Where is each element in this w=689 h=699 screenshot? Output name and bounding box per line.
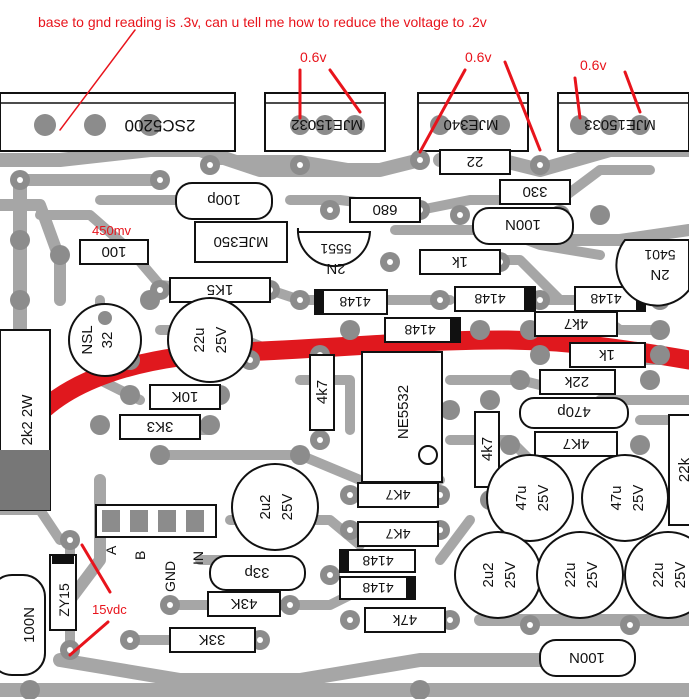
label-r47k: 47k (392, 611, 417, 628)
label-r4k7-b: 4K7 (563, 435, 590, 452)
label-nsl-32: 32 (99, 332, 116, 349)
label-conn-a: A (103, 545, 119, 555)
label-r4k7-d: 4k7 (479, 437, 496, 461)
label-mje350: MJE350 (213, 233, 268, 250)
label-2n5401-b: 5401 (644, 247, 675, 263)
label-mje15032: MJE15032 (291, 116, 363, 133)
annotation-labels: base to gnd reading is .3v, can u tell m… (38, 14, 606, 617)
label-c22u-c: 22u (650, 562, 667, 587)
label-r1k-b: 1k (599, 346, 615, 363)
label-r4k7-e: 4K7 (385, 487, 410, 503)
label-r2k2-2w: 2k2 2W (19, 394, 36, 446)
label-c2u2-a-v: 25V (279, 494, 296, 521)
annotations (59, 29, 642, 657)
label-c2u2-b-v: 25V (502, 562, 519, 589)
label-c100n-c: 100N (21, 607, 38, 643)
label-c22u-a: 22u (191, 327, 208, 352)
label-c2u2-a: 2u2 (257, 494, 274, 519)
label-r1k: 1k (452, 253, 468, 270)
label-r680: 680 (372, 201, 397, 218)
component-bodies (0, 149, 689, 677)
label-r22k-edge: 22k (676, 457, 689, 482)
label-mje15033: MJE15033 (584, 116, 656, 133)
label-c22u-a-v: 25V (213, 327, 230, 354)
annotation-450mv: 450mv (92, 223, 132, 238)
annotation-15vdc: 15vdc (92, 602, 127, 617)
label-c47u-b: 47u (608, 485, 625, 510)
label-c22u-b: 22u (562, 562, 579, 587)
label-2n5551-b: 5551 (320, 241, 351, 257)
label-r33k: 33K (199, 631, 226, 648)
label-2n5551-a: 2N (326, 260, 345, 277)
annotation-0.6v-a: 0.6v (300, 49, 326, 65)
label-2sc5200: 2SC5200 (125, 116, 196, 135)
label-mje340: MJE340 (443, 116, 498, 133)
label-conn-gnd: GND (162, 561, 178, 592)
label-c47u-a-v: 25V (535, 485, 552, 512)
label-c33p: 33p (244, 564, 269, 581)
label-conn-b: B (132, 551, 148, 560)
label-ic-ne5532: NE5532 (395, 385, 412, 439)
annotation-0.6v-c: 0.6v (580, 57, 606, 73)
label-r22: 22 (467, 153, 484, 170)
label-r100: 100 (101, 243, 126, 260)
label-d4148-d: 4148 (590, 291, 621, 307)
nsl32-body (68, 303, 142, 377)
label-zy15: ZY15 (56, 583, 72, 617)
label-c470p: 470p (557, 403, 590, 420)
label-c100p: 100p (207, 191, 240, 208)
transistor-2n5401-body (615, 239, 689, 307)
electrolytic-capacitors (167, 297, 689, 619)
transistor-2n5551-body (296, 227, 372, 268)
label-c22u-b-v: 25V (584, 562, 601, 589)
label-nsl: NSL (79, 325, 96, 354)
label-c22u-c-v: 25V (672, 562, 689, 589)
label-c2u2-b: 2u2 (480, 562, 497, 587)
label-d4148-c: 4148 (474, 291, 505, 307)
label-r3k3: 3K3 (147, 418, 174, 435)
label-d4148-a: 4148 (339, 294, 370, 310)
label-d4148-f: 4148 (362, 580, 393, 596)
label-r43k: 43K (231, 595, 258, 612)
component-labels: 2SC5200 MJE15032 MJE340 MJE15033 22 330 … (19, 116, 689, 666)
label-r330: 330 (522, 183, 547, 200)
annotation-0.6v-b: 0.6v (465, 49, 491, 65)
label-conn-in: IN (190, 551, 206, 565)
label-c100n-b: 100N (569, 649, 605, 666)
label-r22k: 22k (564, 373, 589, 390)
label-d4148-b: 4148 (404, 322, 435, 338)
label-r10k: 10K (172, 388, 199, 405)
label-c47u-a: 47u (513, 485, 530, 510)
label-r1k5: 1K5 (207, 281, 234, 298)
label-c47u-b-v: 25V (630, 485, 647, 512)
label-2n5401-a: 2N (650, 266, 669, 283)
transistor-pads (34, 114, 650, 136)
label-d4148-e: 4148 (362, 553, 393, 569)
label-c100n: 100N (505, 216, 541, 233)
label-r4k7-f: 4K7 (385, 526, 410, 542)
label-r4k7-c: 4k7 (314, 380, 331, 404)
label-r4k7-a: 4k7 (564, 315, 588, 332)
annotation-question: base to gnd reading is .3v, can u tell m… (38, 14, 487, 30)
